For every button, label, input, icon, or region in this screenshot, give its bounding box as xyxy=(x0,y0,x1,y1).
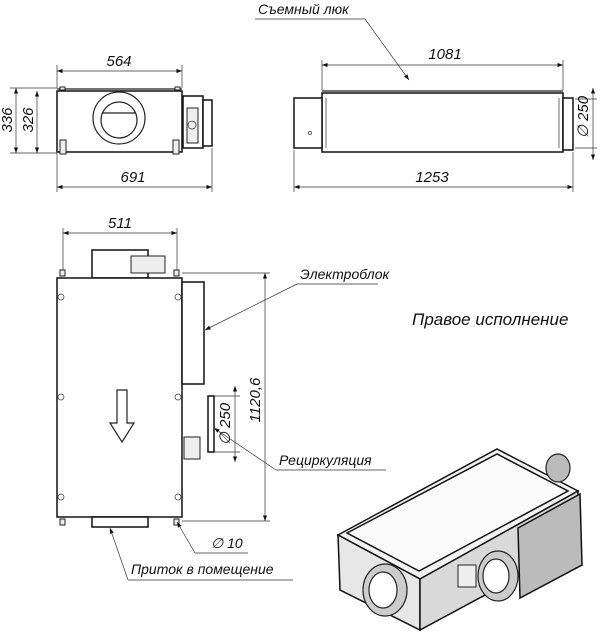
dim-front-height-outer: 336 xyxy=(0,107,16,133)
side-inlet-duct xyxy=(293,97,323,149)
dim-front-height-inner: 326 xyxy=(20,107,37,133)
recirculation-duct xyxy=(207,395,215,453)
plan-bottom-duct xyxy=(91,516,149,528)
electro-block-label: Электроблок xyxy=(300,266,390,282)
dim-plan-width: 511 xyxy=(108,215,132,232)
side-view: Съемный люк 1081 1253 ∅ 250 xyxy=(255,1,597,192)
recirculation-label: Рециркуляция xyxy=(279,452,372,468)
isometric-view xyxy=(336,448,583,632)
configuration-title: Правое исполнение xyxy=(412,310,568,329)
fan-outlet xyxy=(92,91,146,145)
dim-side-length: 1081 xyxy=(428,46,461,63)
hole-diameter-label: ∅ 10 xyxy=(211,535,243,551)
side-outlet-duct xyxy=(562,97,574,151)
plan-view: 511 1120,6 ∅ 250 Электроблок Рециркуляци… xyxy=(56,215,390,581)
removable-hatch-label: Съемный люк xyxy=(258,1,350,17)
dim-front-total-width: 691 xyxy=(120,169,145,186)
airflow-arrow-icon xyxy=(108,389,136,444)
dim-side-duct-diameter: ∅ 250 xyxy=(575,95,592,138)
supply-to-room-label: Приток в помещение xyxy=(131,561,274,577)
dim-front-width: 564 xyxy=(106,53,131,70)
front-view: 564 336 326 691 xyxy=(0,53,213,192)
dim-plan-length: 1120,6 xyxy=(247,377,264,422)
electro-block xyxy=(181,281,205,385)
dim-plan-duct-diameter: ∅ 250 xyxy=(217,402,234,445)
dim-side-total-length: 1253 xyxy=(415,169,449,186)
